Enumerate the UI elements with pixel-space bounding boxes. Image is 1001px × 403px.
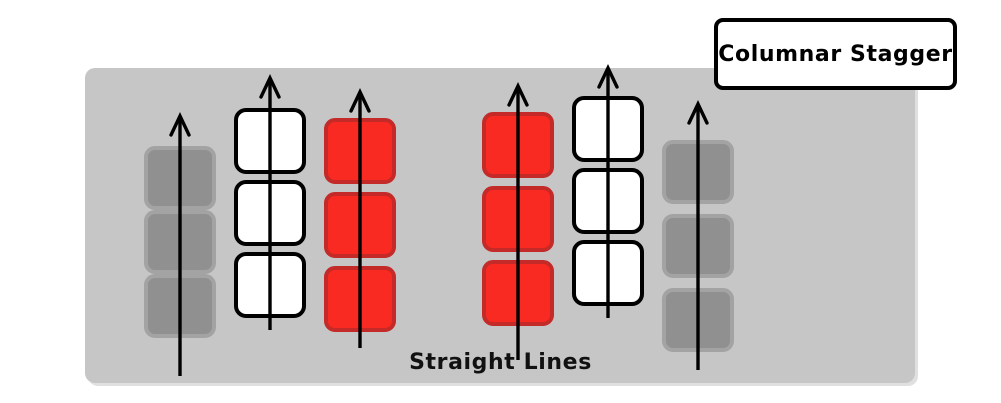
column-2-white (230, 68, 310, 383)
cell-red-3-3 (324, 266, 396, 332)
column-1-gray (140, 68, 220, 383)
cell-gray-6-1 (662, 140, 734, 204)
cell-gray-6-2 (662, 214, 734, 278)
cell-white-2-2 (234, 180, 306, 246)
cell-gray-6-3 (662, 288, 734, 352)
cell-red-4-3 (482, 260, 554, 326)
column-3-red (320, 68, 400, 383)
cell-white-5-2 (572, 168, 644, 234)
cell-white-2-1 (234, 108, 306, 174)
cell-red-3-1 (324, 118, 396, 184)
title-callout-box: Columnar Stagger (714, 18, 957, 90)
cell-red-4-1 (482, 112, 554, 178)
cell-red-4-2 (482, 186, 554, 252)
cell-gray-1-1 (144, 146, 216, 210)
column-5-white (568, 64, 648, 383)
cell-white-5-1 (572, 96, 644, 162)
cell-white-5-3 (572, 240, 644, 306)
cell-red-3-2 (324, 192, 396, 258)
caption-label: Straight Lines (409, 350, 592, 375)
cell-white-2-3 (234, 252, 306, 318)
cell-gray-1-2 (144, 210, 216, 274)
cell-gray-1-3 (144, 274, 216, 338)
column-4-red (478, 68, 558, 383)
title-label: Columnar Stagger (718, 41, 953, 67)
diagram-panel (85, 64, 915, 383)
column-6-gray (658, 68, 738, 383)
